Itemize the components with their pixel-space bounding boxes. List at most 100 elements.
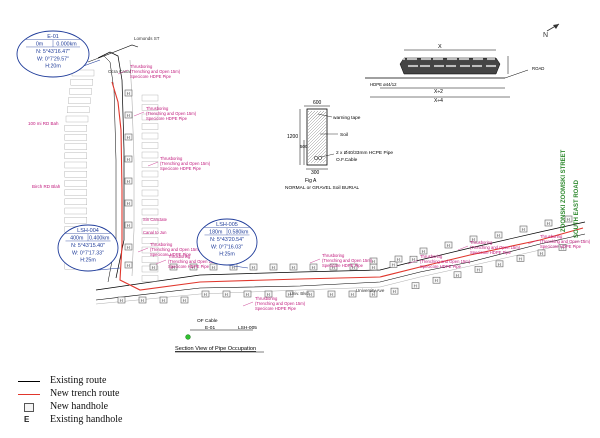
route-note: Thrusboring(Trenching and Open 15m)Speci…: [117, 64, 181, 79]
handhole: H: [419, 247, 428, 255]
callout-outline: [196, 218, 258, 266]
handhole: H: [269, 263, 278, 271]
road-label: ROAD: [532, 66, 544, 71]
handhole-box: [124, 199, 133, 207]
handhole: H: [124, 133, 133, 141]
pipe-section: [318, 156, 322, 160]
handhole-box: [124, 261, 133, 269]
gravel-stone: [412, 57, 416, 61]
note-leader-line: [137, 247, 149, 253]
handhole: H: [389, 261, 398, 268]
callout-id: LSH-005: [216, 222, 238, 228]
building-outline: [64, 216, 88, 224]
note-leader-line: [527, 239, 539, 245]
road-label: University Ave: [356, 288, 385, 293]
gravel-stone: [462, 57, 466, 61]
handhole-mark: H: [246, 292, 249, 297]
handhole-mark: H: [309, 292, 312, 297]
handhole: H: [124, 221, 133, 229]
building-outline: [64, 143, 88, 150]
note-leader-line: [117, 69, 129, 75]
handhole-box: [180, 296, 189, 304]
building-outline: [141, 170, 159, 178]
handhole-mark: H: [330, 292, 333, 297]
gravel-stone: [436, 57, 440, 61]
of-cable-label: OF Cable: [197, 318, 218, 324]
handhole-mark: H: [519, 256, 522, 261]
callout-height: H:25m: [219, 252, 235, 258]
building-outline: [141, 104, 159, 111]
gravel-stone: [424, 57, 428, 61]
handhole-mark: H: [232, 265, 235, 270]
handhole-box: [564, 215, 573, 223]
gravel-stone: [415, 64, 419, 68]
handhole-box: [124, 243, 133, 251]
building-outline: [141, 142, 159, 149]
road-edge-line: [504, 69, 529, 79]
handhole-mark: H: [127, 263, 130, 268]
cable-label: O.F.Cable: [336, 157, 358, 163]
handhole-box: [327, 290, 336, 298]
handhole-mark: H: [127, 201, 130, 206]
section-node-label: LSH-005: [238, 325, 257, 331]
gravel-stone: [463, 64, 467, 68]
route-note: Thrusboring(Trenching and Open 15m)Speci…: [147, 156, 211, 171]
gravel-stone: [435, 64, 439, 68]
gravel-stone: [407, 64, 411, 68]
gravel-stone: [422, 57, 426, 61]
building-outline: [64, 134, 88, 141]
handhole-box: [444, 241, 453, 249]
building-outline: [141, 132, 159, 140]
handhole-box: [495, 260, 504, 268]
building-outline: [141, 113, 159, 121]
handhole-mark: H: [152, 265, 155, 270]
gravel-stone: [425, 64, 429, 68]
handhole-mark: H: [225, 292, 228, 297]
gravel-stone: [413, 64, 417, 68]
route-note-line: (Trenching and Open 15m): [146, 111, 197, 116]
callout-north: N: 5°43'15.40": [71, 243, 105, 249]
handhole: H: [249, 263, 258, 271]
handhole: H: [558, 244, 567, 251]
handhole-mark: H: [351, 292, 354, 297]
gravel-stone: [486, 57, 490, 61]
gravel-stone: [479, 64, 483, 68]
gravel-stone: [480, 57, 484, 61]
handhole: H: [474, 265, 483, 273]
route-note: Thrusboring(Trenching and Open 15m)Speci…: [407, 254, 471, 269]
gravel-stone: [465, 64, 469, 68]
gravel-stone: [427, 64, 431, 68]
handhole-mark: H: [141, 298, 144, 303]
route-note-line: Specicore HDPE Pipe: [470, 250, 512, 255]
gravel-stone: [467, 64, 471, 68]
gravel-stone: [453, 64, 457, 68]
building-outline: [141, 256, 159, 263]
building-outline: [141, 227, 159, 235]
trench-soil-fill: [308, 111, 326, 163]
handhole-mark: H: [127, 135, 130, 140]
note-leader-line: [457, 245, 469, 251]
handhole: H: [289, 263, 298, 271]
handhole: H: [124, 155, 133, 163]
handhole: H: [390, 287, 399, 295]
handhole: H: [189, 263, 198, 271]
handhole-mark: H: [522, 227, 525, 232]
handhole: H: [264, 290, 273, 298]
handhole-mark: H: [477, 267, 480, 272]
handhole-box: [222, 290, 231, 298]
route-note: Thrusboring(Trenching and Open 15m)Speci…: [309, 253, 373, 268]
route-note-line: (Trenching and Open 15m): [150, 247, 201, 252]
handhole-box: [289, 263, 298, 271]
handhole-box: [117, 296, 126, 304]
gravel-stone: [472, 57, 476, 61]
handhole: H: [564, 215, 573, 223]
gravel-stone: [477, 64, 481, 68]
gravel-stone: [414, 57, 418, 61]
handhole-mark: H: [292, 265, 295, 270]
route-note-line: Specicore HDPE Pipe: [540, 244, 582, 249]
callout-id: LSH-004: [77, 228, 99, 234]
handhole-mark: H: [183, 298, 186, 303]
building-outline: [141, 123, 159, 130]
gravel-stone: [476, 57, 480, 61]
handhole-box: [349, 263, 358, 271]
